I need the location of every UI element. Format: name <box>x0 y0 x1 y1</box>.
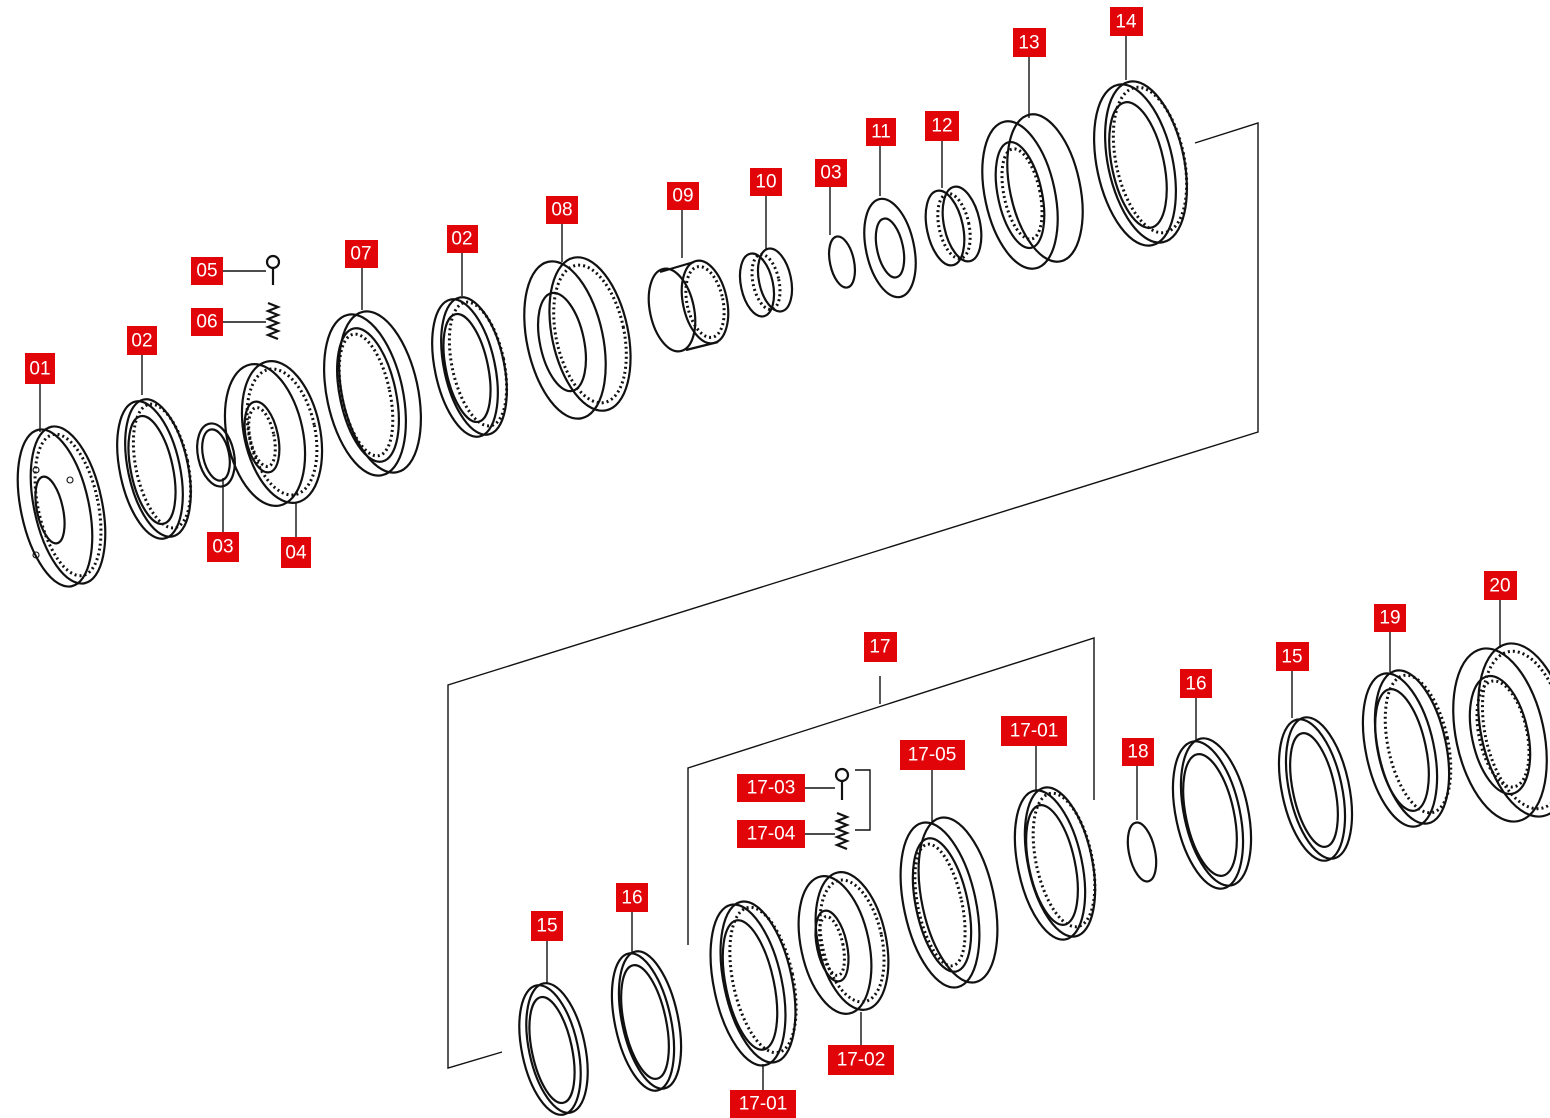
callout-17-02[interactable]: 17-02 <box>828 1045 894 1075</box>
callout-14[interactable]: 14 <box>1110 7 1143 36</box>
part-10-needle-bearing <box>738 247 794 318</box>
part-15-synchro-ring <box>518 982 589 1116</box>
part-03-snap-ring <box>196 422 236 488</box>
part-02-synchro-ring <box>116 398 193 540</box>
part-09-spacer-collar <box>647 259 730 353</box>
callout-02b[interactable]: 02 <box>447 225 478 253</box>
part-04-synchro-hub <box>223 360 324 507</box>
part-19-synchro-ring <box>1361 669 1453 828</box>
part-11-thrust-washer <box>863 197 917 299</box>
callout-12[interactable]: 12 <box>925 111 959 141</box>
callout-16[interactable]: 16 <box>1180 669 1212 698</box>
callout-19[interactable]: 19 <box>1374 604 1406 632</box>
part-20-gear <box>1452 642 1550 823</box>
callout-13[interactable]: 13 <box>1013 28 1046 57</box>
part-14-synchro-ring <box>1093 80 1189 247</box>
part-16b-synchro-cone <box>1171 737 1253 890</box>
assembly-frame-lines <box>447 122 1259 1069</box>
part-05-detent-pin <box>265 254 281 285</box>
callout-01[interactable]: 01 <box>25 353 55 384</box>
part-16-synchro-cone <box>610 950 683 1092</box>
callout-17-04[interactable]: 17-04 <box>737 820 805 848</box>
callout-15b[interactable]: 15 <box>531 911 563 941</box>
callout-18[interactable]: 18 <box>1122 738 1154 766</box>
callout-16b[interactable]: 16 <box>616 883 648 912</box>
leader-lines <box>39 36 1501 1090</box>
callout-17-01[interactable]: 17-01 <box>1001 716 1067 746</box>
callout-17-05[interactable]: 17-05 <box>900 740 965 770</box>
callout-03b[interactable]: 03 <box>815 159 847 187</box>
part-08-gear <box>523 256 632 420</box>
callout-17-03[interactable]: 17-03 <box>737 774 805 802</box>
part-13-gear <box>981 113 1084 270</box>
part-15b-synchro-ring <box>1277 716 1354 862</box>
part-17-01-synchro-ring <box>709 900 798 1067</box>
part-01-flange-plate <box>16 425 107 588</box>
part-17-02-synchro-hub <box>797 871 890 1015</box>
callout-08[interactable]: 08 <box>546 196 578 224</box>
callout-17-01b[interactable]: 17-01 <box>730 1090 796 1118</box>
part-06-detent-spring <box>265 301 281 341</box>
part-03b-snap-ring <box>827 235 857 289</box>
callout-11[interactable]: 11 <box>866 118 896 146</box>
callout-20[interactable]: 20 <box>1484 571 1517 600</box>
callout-05[interactable]: 05 <box>191 257 223 285</box>
callout-15[interactable]: 15 <box>1276 642 1309 671</box>
part-02b-synchro-ring <box>431 296 509 438</box>
callout-09[interactable]: 09 <box>667 182 699 210</box>
callout-02[interactable]: 02 <box>127 326 157 355</box>
callout-06[interactable]: 06 <box>191 308 223 336</box>
part-17-05-sleeve <box>899 816 999 989</box>
part-07-sleeve <box>323 310 422 477</box>
part-18-snap-ring <box>1126 821 1158 883</box>
callout-10[interactable]: 10 <box>750 168 782 196</box>
callout-03[interactable]: 03 <box>207 532 239 562</box>
callout-17[interactable]: 17 <box>864 632 897 662</box>
callout-04[interactable]: 04 <box>281 537 311 568</box>
part-17-04-detent-spring <box>834 769 871 851</box>
callout-07[interactable]: 07 <box>345 240 378 268</box>
part-12-needle-bearing <box>924 185 983 267</box>
part-17-01b-synchro-ring <box>1013 786 1097 941</box>
part-17-03-detent-pin <box>834 767 850 800</box>
